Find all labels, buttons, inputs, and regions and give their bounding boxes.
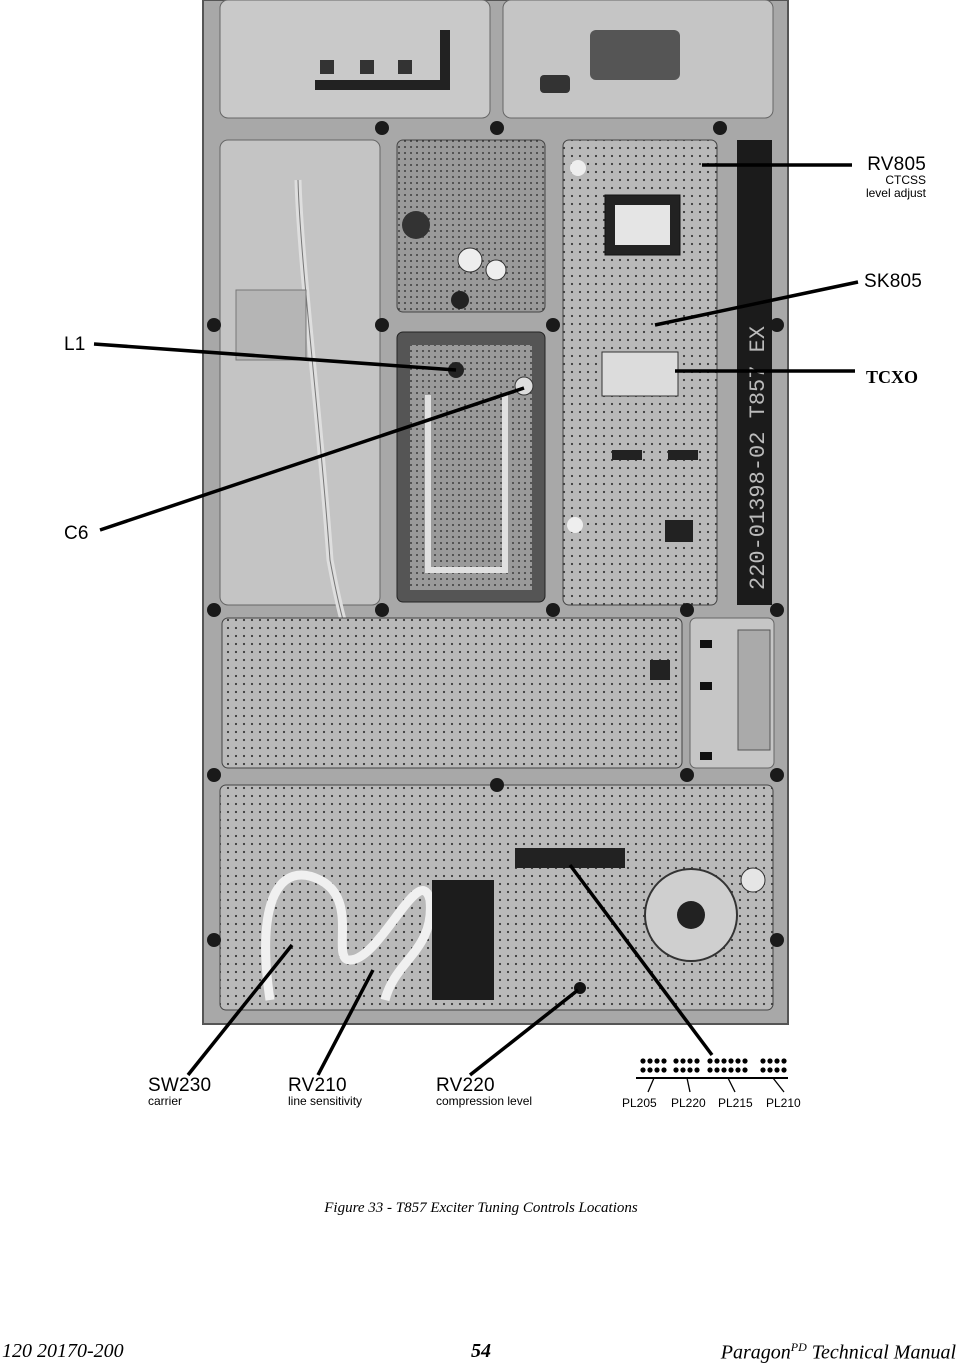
l1-callout: L1: [64, 335, 86, 354]
rv210-leader: [316, 969, 375, 1076]
rv805-sub2: level adjust: [865, 185, 926, 200]
sw230-callout: SW230 carrier: [148, 1076, 211, 1108]
plug-pin-diagram: [636, 1058, 788, 1093]
upper-center-board: [396, 139, 546, 313]
manual-title: ParagonPD Technical Manual: [721, 1340, 956, 1365]
sk805-leader: [654, 280, 859, 327]
figure-caption: Figure 33 - T857 Exciter Tuning Controls…: [324, 1200, 638, 1216]
rv220-leader: [468, 988, 580, 1077]
sw230-label: SW230: [148, 1075, 212, 1096]
plug-label-pl215: PL215: [718, 1096, 753, 1110]
c6-label: C6: [64, 523, 89, 544]
sw230-sub: carrier: [148, 1094, 183, 1108]
rv805-sub1: CTCSS: [885, 173, 926, 187]
page-number: 54: [471, 1340, 491, 1362]
tcxo-label: TCXO: [866, 367, 919, 387]
mid-rf-board: [221, 617, 683, 769]
sw230-leader: [186, 943, 294, 1077]
l1-leader: [93, 342, 457, 372]
rv805-callout: RV805 CTCSS level adjust: [840, 155, 926, 199]
rv210-label: RV210: [288, 1075, 347, 1096]
l1-label: L1: [64, 334, 86, 355]
manual-title-sup: PD: [790, 1340, 807, 1354]
rv210-callout: RV210 line sensitivity: [288, 1076, 362, 1108]
c6-leader: [99, 386, 525, 532]
doc-number: 120 20170-200: [2, 1340, 124, 1362]
manual-title-prefix: Paragon: [720, 1341, 791, 1364]
rv220-callout: RV220 compression level: [436, 1076, 532, 1108]
rv805-label: RV805: [867, 154, 926, 175]
sk805-callout: SK805: [864, 272, 922, 291]
plug-label-pl210: PL210: [766, 1096, 801, 1110]
plug-label-pl220: PL220: [671, 1096, 706, 1110]
rv220-sub: compression level: [436, 1094, 533, 1108]
rv210-sub: line sensitivity: [288, 1094, 363, 1108]
manual-title-suffix: Technical Manual: [806, 1341, 956, 1364]
board-marking: 220-01398-02 T857 EX: [746, 326, 771, 590]
c6-callout: C6: [64, 524, 89, 543]
sk805-label: SK805: [864, 271, 923, 292]
middle-left-compartment: [219, 139, 381, 606]
plug-label-pl205: PL205: [622, 1096, 657, 1110]
rv220-label: RV220: [436, 1075, 495, 1096]
plug-leader: [568, 863, 714, 1057]
